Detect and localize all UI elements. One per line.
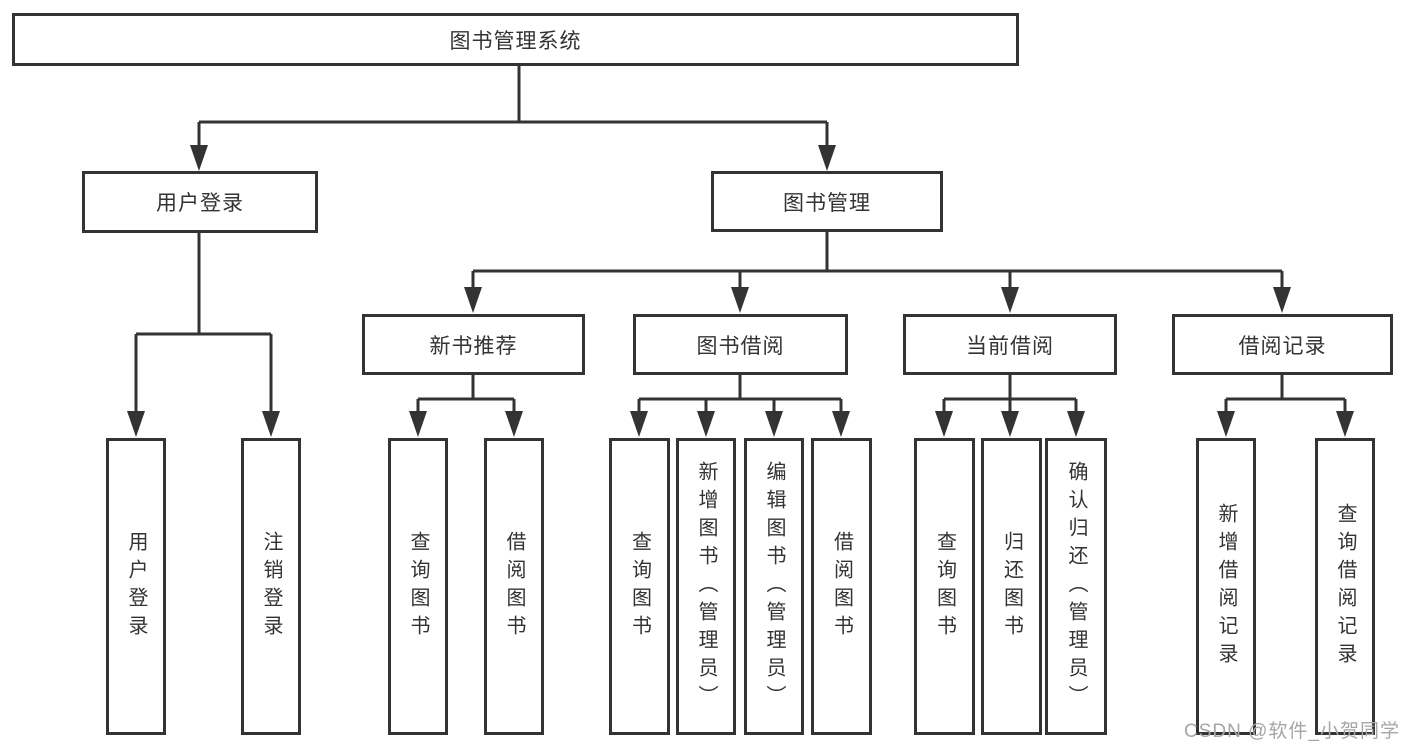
node-user-login: 用户登录 bbox=[82, 171, 318, 233]
leaf-recommend-borrow-books: 借阅图书 bbox=[484, 438, 544, 735]
leaf-user-login-label: 用户登录 bbox=[125, 530, 147, 643]
node-book-borrowing: 图书借阅 bbox=[633, 314, 848, 375]
node-new-book-recommendation: 新书推荐 bbox=[362, 314, 585, 375]
leaf-logout-label: 注销登录 bbox=[260, 530, 282, 643]
leaf-query-borrow-record: 查询借阅记录 bbox=[1315, 438, 1375, 735]
node-library-management-system: 图书管理系统 bbox=[12, 13, 1019, 66]
leaf-return-books: 归还图书 bbox=[981, 438, 1042, 735]
node-current-borrowing: 当前借阅 bbox=[903, 314, 1117, 375]
leaf-return-books-label: 归还图书 bbox=[1000, 530, 1023, 643]
leaf-recommend-query-books: 查询图书 bbox=[388, 438, 448, 735]
leaf-borrow-books-label: 借阅图书 bbox=[830, 530, 853, 643]
leaf-recommend-query-books-label: 查询图书 bbox=[407, 530, 429, 643]
leaf-logout: 注销登录 bbox=[241, 438, 301, 735]
leaf-borrow-books: 借阅图书 bbox=[811, 438, 872, 735]
leaf-query-borrow-record-label: 查询借阅记录 bbox=[1334, 502, 1356, 671]
leaf-borrow-query-books: 查询图书 bbox=[609, 438, 670, 735]
leaf-borrow-query-books-label: 查询图书 bbox=[628, 530, 651, 643]
leaf-current-query-books: 查询图书 bbox=[914, 438, 975, 735]
leaf-add-books-admin: 新增图书（管理员） bbox=[676, 438, 736, 735]
leaf-edit-books-admin-label: 编辑图书（管理员） bbox=[763, 460, 785, 713]
node-book-management: 图书管理 bbox=[711, 171, 943, 232]
leaf-recommend-borrow-books-label: 借阅图书 bbox=[503, 530, 525, 643]
leaf-add-borrow-record: 新增借阅记录 bbox=[1196, 438, 1256, 735]
leaf-edit-books-admin: 编辑图书（管理员） bbox=[744, 438, 804, 735]
leaf-confirm-return-admin-label: 确认归还（管理员） bbox=[1065, 460, 1087, 713]
node-borrowing-records: 借阅记录 bbox=[1172, 314, 1393, 375]
leaf-confirm-return-admin: 确认归还（管理员） bbox=[1045, 438, 1107, 735]
leaf-add-borrow-record-label: 新增借阅记录 bbox=[1215, 502, 1237, 671]
leaf-add-books-admin-label: 新增图书（管理员） bbox=[695, 460, 717, 713]
leaf-current-query-books-label: 查询图书 bbox=[933, 530, 956, 643]
csdn-watermark: CSDN @软件_小贺同学 bbox=[1184, 721, 1400, 742]
leaf-user-login: 用户登录 bbox=[106, 438, 166, 735]
